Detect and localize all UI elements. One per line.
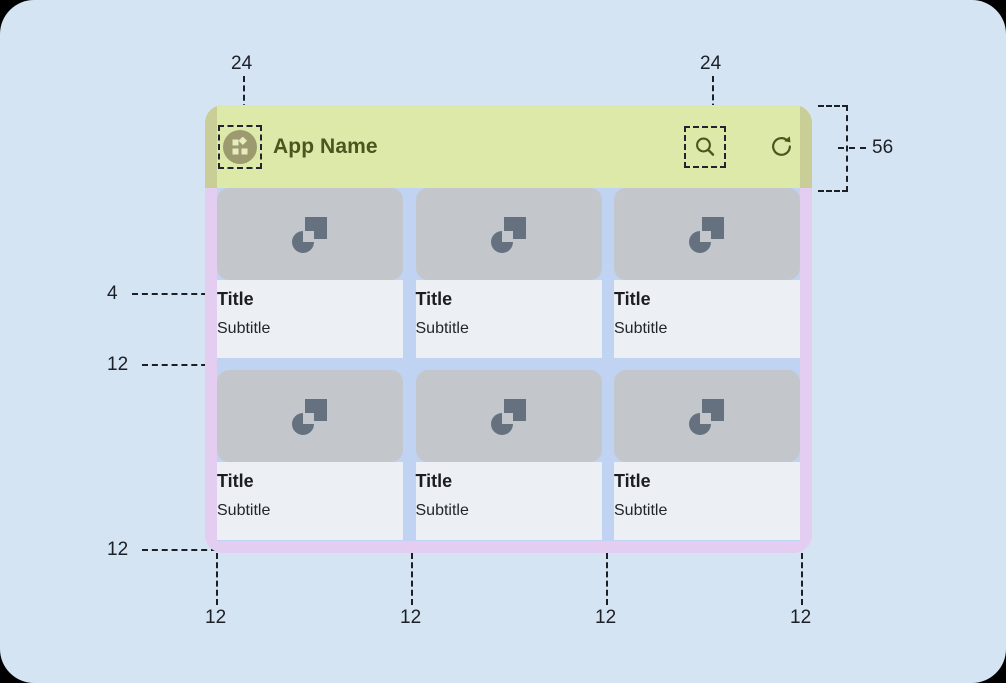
card[interactable]: Title Subtitle bbox=[217, 370, 403, 540]
annotation-bottom-padding-label: 12 bbox=[107, 539, 129, 560]
annotation-bottom-padding-leader bbox=[142, 549, 217, 551]
card-media bbox=[415, 370, 602, 462]
card-title: Title bbox=[415, 471, 453, 491]
annotation-appbar-height-leader bbox=[838, 147, 866, 149]
annotation-row-gap-leader bbox=[142, 364, 217, 366]
image-placeholder-icon bbox=[490, 217, 526, 253]
card-media bbox=[614, 188, 800, 280]
column-gutter bbox=[403, 188, 416, 358]
annotation-row-gap-label: 12 bbox=[107, 354, 129, 375]
card-text: Title Subtitle bbox=[415, 462, 602, 540]
annotation-col-gap-4-leader bbox=[801, 553, 803, 605]
image-placeholder-icon bbox=[292, 217, 327, 253]
card-title: Title bbox=[217, 289, 254, 309]
annotation-col-gap-3-leader bbox=[606, 553, 608, 605]
card-grid: Title Subtitle Title bbox=[217, 188, 800, 541]
card-title: Title bbox=[614, 289, 651, 309]
card[interactable]: Title Subtitle bbox=[415, 370, 602, 540]
app-bar-inner-surface bbox=[217, 105, 800, 188]
annotation-title-gap-leader bbox=[132, 293, 217, 295]
card-media bbox=[415, 188, 602, 280]
app-title: App Name bbox=[273, 134, 378, 158]
card-subtitle: Subtitle bbox=[415, 502, 469, 519]
search-icon bbox=[696, 137, 715, 156]
card-text: Title Subtitle bbox=[614, 462, 800, 540]
card-subtitle: Subtitle bbox=[614, 320, 668, 337]
grid-dashboard-icon bbox=[232, 136, 248, 154]
annotation-col-gap-4-label: 12 bbox=[790, 607, 812, 628]
refresh-icon bbox=[771, 136, 791, 156]
search-button-spec-box bbox=[684, 125, 726, 168]
app-layout-frame: App Name bbox=[205, 105, 812, 553]
annotation-col-gap-2-label: 12 bbox=[400, 607, 422, 628]
search-button[interactable] bbox=[684, 125, 726, 168]
annotation-col-gap-1-leader bbox=[216, 553, 218, 605]
card-row: Title Subtitle Title bbox=[217, 188, 800, 358]
card-media bbox=[217, 370, 403, 462]
refresh-button[interactable] bbox=[768, 134, 794, 160]
app-bar: App Name bbox=[205, 105, 812, 188]
annotation-search-inset-label: 24 bbox=[700, 53, 722, 74]
card-subtitle: Subtitle bbox=[217, 320, 271, 337]
image-placeholder-icon bbox=[490, 399, 526, 435]
card-text: Title Subtitle bbox=[614, 280, 800, 358]
column-gutter bbox=[602, 370, 615, 540]
card-title: Title bbox=[217, 471, 254, 491]
card-media bbox=[614, 370, 800, 462]
menu-button[interactable] bbox=[218, 124, 262, 169]
annotation-menu-inset-leader bbox=[243, 76, 245, 129]
card[interactable]: Title Subtitle bbox=[614, 188, 800, 358]
card-title: Title bbox=[415, 289, 453, 309]
image-placeholder-icon bbox=[292, 399, 327, 435]
card-title: Title bbox=[614, 471, 651, 491]
menu-button-spec-box bbox=[218, 124, 262, 169]
card[interactable]: Title Subtitle bbox=[415, 188, 602, 358]
card-subtitle: Subtitle bbox=[614, 502, 668, 519]
column-gutter bbox=[602, 188, 615, 358]
image-placeholder-icon bbox=[689, 399, 724, 435]
card-text: Title Subtitle bbox=[217, 280, 403, 358]
card-row: Title Subtitle Title bbox=[217, 370, 800, 540]
annotation-search-inset-leader bbox=[712, 76, 714, 128]
annotation-col-gap-1-label: 12 bbox=[205, 607, 227, 628]
card-subtitle: Subtitle bbox=[217, 502, 271, 519]
annotation-menu-inset-label: 24 bbox=[231, 53, 253, 74]
image-placeholder-icon bbox=[689, 217, 724, 253]
card[interactable]: Title Subtitle bbox=[614, 370, 800, 540]
annotation-col-gap-2-leader bbox=[411, 553, 413, 605]
card-media bbox=[217, 188, 403, 280]
card-subtitle: Subtitle bbox=[415, 320, 469, 337]
annotation-appbar-height-label: 56 bbox=[872, 137, 894, 158]
card-text: Title Subtitle bbox=[415, 280, 602, 358]
column-gutter bbox=[403, 370, 416, 540]
annotation-col-gap-3-label: 12 bbox=[595, 607, 617, 628]
card-text: Title Subtitle bbox=[217, 462, 403, 540]
annotation-title-gap-label: 4 bbox=[107, 283, 118, 304]
card[interactable]: Title Subtitle bbox=[217, 188, 403, 358]
